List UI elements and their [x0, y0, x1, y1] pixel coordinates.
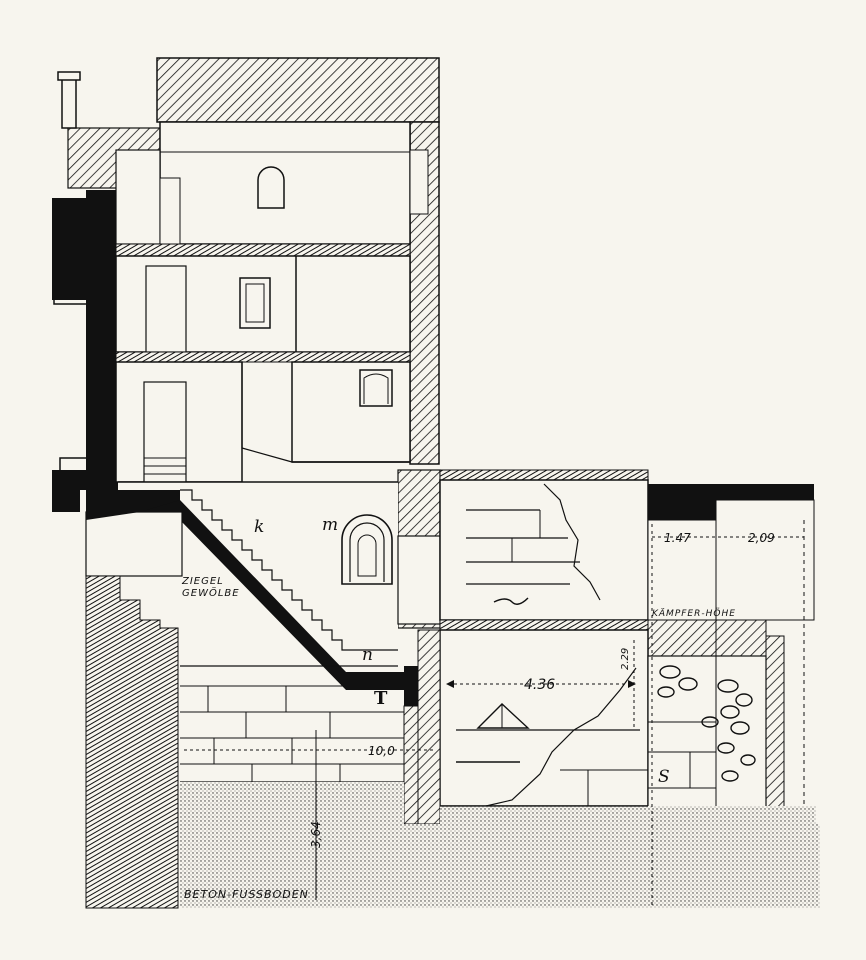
- concrete-ground: [180, 782, 820, 908]
- arched-window-top: [257, 166, 285, 209]
- label-gewoelbe: GEWÖLBE: [182, 586, 240, 599]
- small-window: [359, 369, 393, 407]
- label-k: k: [254, 517, 264, 537]
- label-s: S: [658, 767, 670, 787]
- label-n: n: [362, 645, 373, 665]
- upper-room-courses: [466, 483, 601, 605]
- upper-floors: [115, 121, 429, 483]
- label-beton-fussboden: BETON-FUSSBODEN: [184, 888, 309, 901]
- lower-room-courses: [456, 667, 648, 807]
- dimension-10-0: 10,0: [368, 744, 395, 758]
- dimension-3-64: 3,64: [309, 821, 323, 848]
- label-kaempfer-hoehe: KÄMPFER-HÖHE: [652, 608, 736, 619]
- label-ziegel: ZIEGEL: [181, 576, 224, 587]
- arched-niche: [341, 514, 393, 585]
- dimension-1-47: 1.47: [664, 531, 691, 545]
- dimension-2-09: 2,09: [748, 531, 775, 545]
- right-basement: [417, 469, 815, 825]
- dimension-lines: [184, 524, 804, 908]
- small-steps: [144, 457, 186, 475]
- stair-steps: [180, 489, 398, 651]
- label-m: m: [322, 515, 338, 535]
- rubble-stones: [657, 665, 756, 782]
- facade-wall-solid: [52, 190, 118, 512]
- label-t: T: [374, 688, 388, 709]
- lower-left-wall: [85, 490, 183, 909]
- rectangular-window: [239, 277, 271, 329]
- dimension-4-36: 4.36: [524, 677, 555, 693]
- dimension-2-29: 2.29: [620, 648, 631, 670]
